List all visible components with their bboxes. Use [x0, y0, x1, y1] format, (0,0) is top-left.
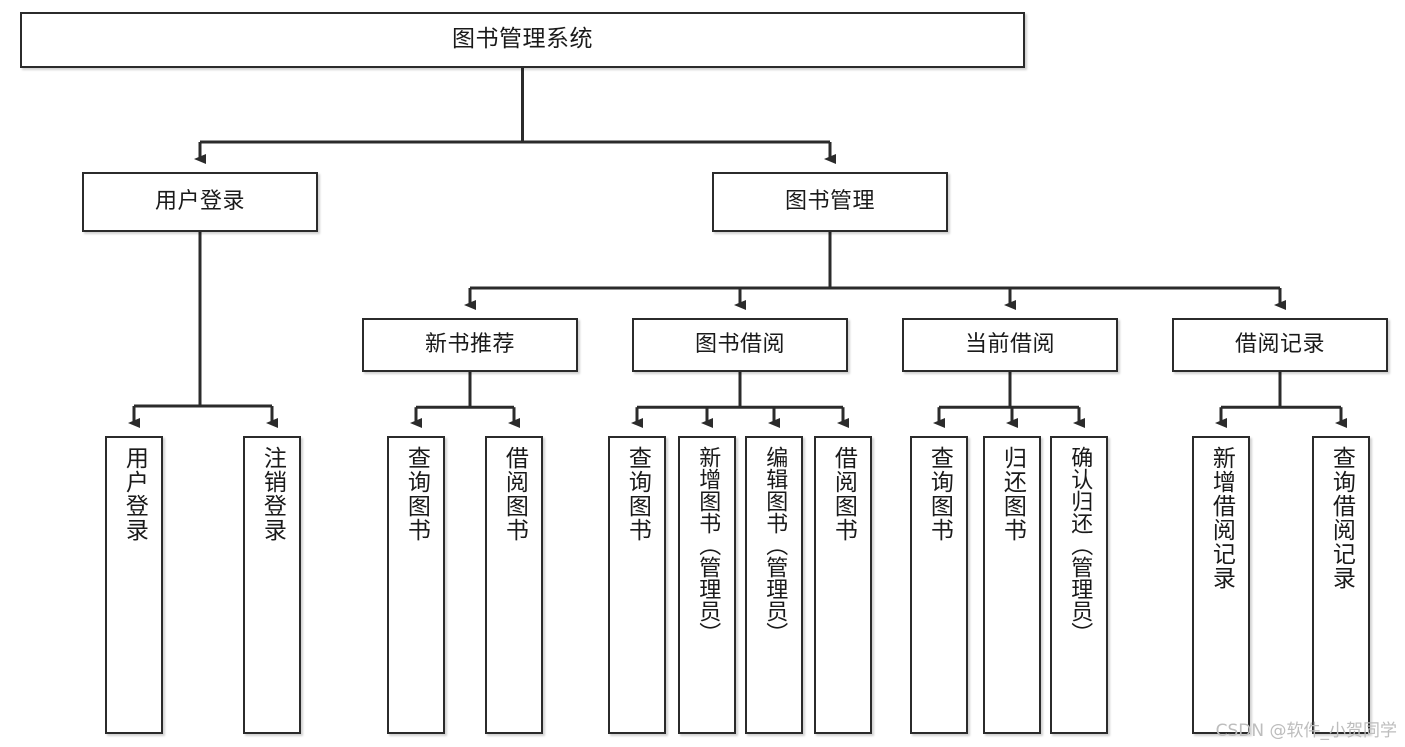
node-current-borrow[interactable]: 当前借阅 — [902, 318, 1118, 372]
node-leaf-query-record[interactable]: 查询借阅记录 — [1312, 436, 1370, 734]
node-leaf-add-book[interactable]: 新增图书（管理员） — [678, 436, 736, 734]
node-book-borrow[interactable]: 图书借阅 — [632, 318, 848, 372]
node-label-leaf-confirm-return: 确认归还（管理员） — [1067, 446, 1093, 644]
node-leaf-query-book-rec[interactable]: 查询图书 — [387, 436, 445, 734]
node-label-leaf-logout: 注销登录 — [259, 446, 286, 542]
node-label-leaf-borrow-book-rec: 借阅图书 — [501, 446, 528, 542]
node-label-book-mgmt: 图书管理 — [784, 188, 875, 214]
node-label-book-borrow: 图书借阅 — [694, 331, 785, 357]
node-leaf-borrow-book-bor[interactable]: 借阅图书 — [814, 436, 872, 734]
node-user-login[interactable]: 用户登录 — [82, 172, 318, 232]
node-label-leaf-add-book: 新增图书（管理员） — [695, 446, 721, 644]
node-label-leaf-borrow-book-bor: 借阅图书 — [830, 446, 857, 542]
node-leaf-confirm-return[interactable]: 确认归还（管理员） — [1050, 436, 1108, 734]
node-label-new-book-rec: 新书推荐 — [424, 331, 515, 357]
node-label-leaf-return-book: 归还图书 — [999, 446, 1026, 542]
node-borrow-record[interactable]: 借阅记录 — [1172, 318, 1388, 372]
node-label-leaf-query-book-bor: 查询图书 — [624, 446, 651, 542]
node-new-book-rec[interactable]: 新书推荐 — [362, 318, 578, 372]
node-label-root: 图书管理系统 — [452, 26, 593, 53]
node-leaf-logout[interactable]: 注销登录 — [243, 436, 301, 734]
node-leaf-query-book-bor[interactable]: 查询图书 — [608, 436, 666, 734]
node-leaf-add-record[interactable]: 新增借阅记录 — [1192, 436, 1250, 734]
node-leaf-return-book[interactable]: 归还图书 — [983, 436, 1041, 734]
node-leaf-user-login[interactable]: 用户登录 — [105, 436, 163, 734]
node-label-leaf-edit-book: 编辑图书（管理员） — [762, 446, 788, 644]
node-label-user-login: 用户登录 — [154, 188, 245, 214]
node-root[interactable]: 图书管理系统 — [20, 12, 1025, 68]
node-leaf-query-book-cur[interactable]: 查询图书 — [910, 436, 968, 734]
node-label-leaf-add-record: 新增借阅记录 — [1208, 446, 1235, 590]
watermark-label: CSDN @软件_小贺同学 — [1215, 721, 1397, 741]
node-label-current-borrow: 当前借阅 — [964, 331, 1055, 357]
node-label-leaf-query-book-cur: 查询图书 — [926, 446, 953, 542]
node-leaf-borrow-book-rec[interactable]: 借阅图书 — [485, 436, 543, 734]
node-leaf-edit-book[interactable]: 编辑图书（管理员） — [745, 436, 803, 734]
node-label-leaf-query-record: 查询借阅记录 — [1328, 446, 1355, 590]
node-label-leaf-query-book-rec: 查询图书 — [403, 446, 430, 542]
node-label-leaf-user-login: 用户登录 — [121, 446, 148, 542]
node-book-mgmt[interactable]: 图书管理 — [712, 172, 948, 232]
node-label-borrow-record: 借阅记录 — [1234, 331, 1325, 357]
